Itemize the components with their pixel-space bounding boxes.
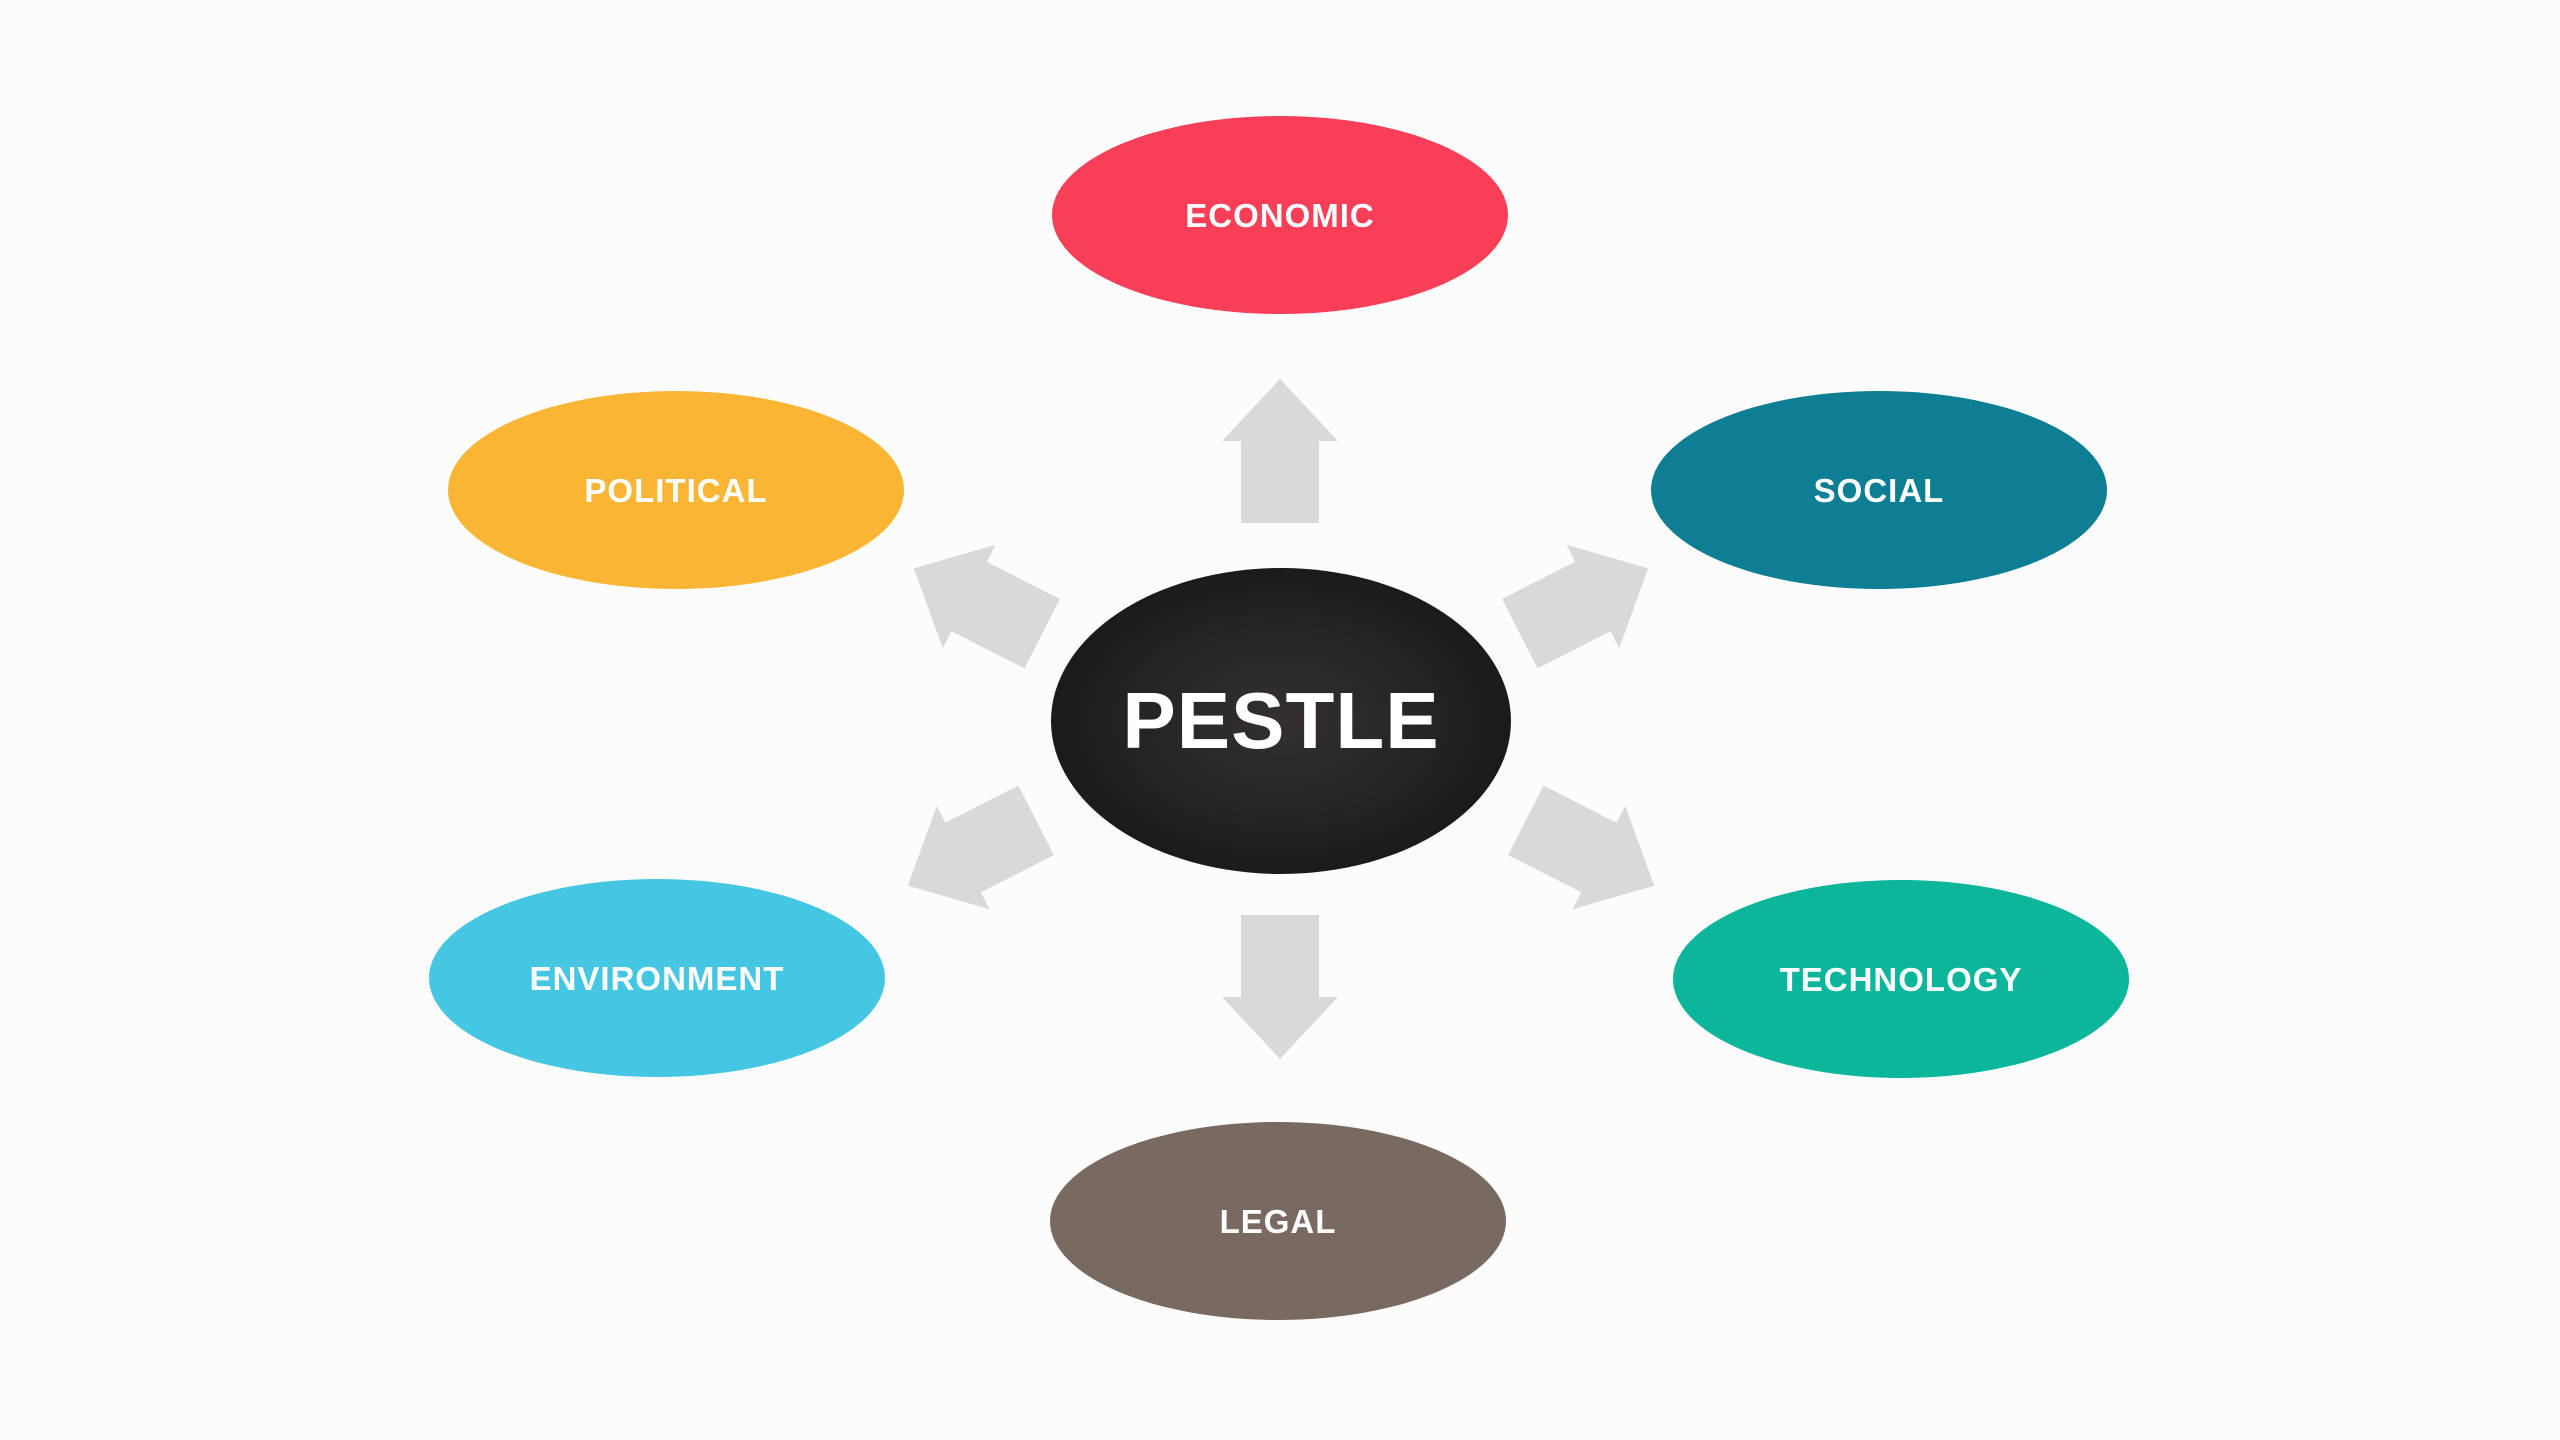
node-environment: ENVIRONMENT (429, 879, 885, 1077)
node-legal-label: LEGAL (1219, 1202, 1337, 1240)
arrow-lower-right-icon (1508, 785, 1655, 910)
node-political-label: POLITICAL (584, 471, 768, 509)
node-pestle-center: PESTLE (1051, 568, 1511, 874)
arrow-down-icon (1222, 915, 1338, 1059)
node-political: POLITICAL (448, 391, 904, 589)
node-technology-label: TECHNOLOGY (1779, 960, 2023, 998)
arrow-up-icon (1222, 379, 1338, 523)
node-economic: ECONOMIC (1052, 116, 1508, 314)
arrow-upper-left-icon (913, 544, 1060, 669)
node-economic-label: ECONOMIC (1185, 196, 1375, 234)
node-legal: LEGAL (1050, 1122, 1506, 1320)
diagram-title: PESTLE (1122, 676, 1440, 765)
node-social-label: SOCIAL (1813, 471, 1945, 509)
arrow-lower-left-icon (907, 785, 1054, 910)
node-social: SOCIAL (1651, 391, 2107, 589)
node-environment-label: ENVIRONMENT (529, 959, 785, 997)
node-technology: TECHNOLOGY (1673, 880, 2129, 1078)
arrow-upper-right-icon (1502, 544, 1649, 669)
